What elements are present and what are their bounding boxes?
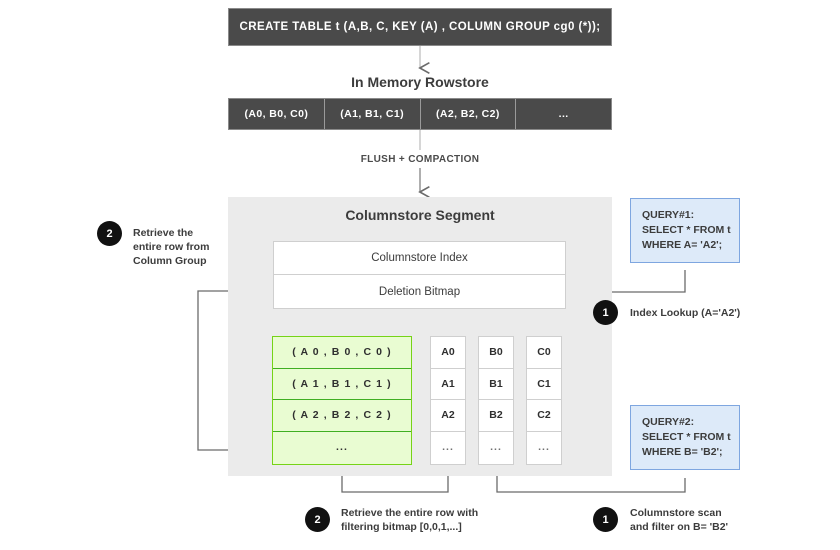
step-badge-columnstore-scan: 1 (593, 507, 618, 532)
rowstore-bar: (A0, B0, C0) (A1, B1, C1) (A2, B2, C2) .… (228, 98, 612, 130)
annotation-retrieve-filtering-bitmap: Retrieve the entire row with filtering b… (341, 507, 479, 533)
step-badge-retrieve-column-group: 2 (97, 221, 122, 246)
deletion-bitmap-box: Deletion Bitmap (273, 275, 566, 309)
column-cell: B2 (479, 400, 513, 432)
step-badge-index-lookup: 1 (593, 300, 618, 325)
annotation-retrieve-column-group: Retrieve the entire row from Column Grou… (133, 227, 210, 267)
column-cell: B1 (479, 369, 513, 400)
query-2-line: QUERY#2: (642, 416, 695, 428)
query-1-line: WHERE A= 'A2'; (642, 239, 723, 251)
rowstore-cell: (A2, B2, C2) (421, 99, 517, 129)
annotation-index-lookup: Index Lookup (A='A2') (630, 307, 741, 319)
rowstore-title: In Memory Rowstore (351, 74, 489, 90)
query-1-line: SELECT * FROM t (642, 224, 731, 236)
column-cell: ... (538, 441, 550, 454)
query-1-box: QUERY#1: SELECT * FROM t WHERE A= 'A2'; (630, 198, 740, 263)
column-stack-b: B0 B1 B2 ... (478, 336, 514, 465)
query-1-line: QUERY#1: (642, 209, 695, 221)
column-cell: A1 (431, 369, 465, 400)
step-badge-retrieve-filtering-bitmap: 2 (305, 507, 330, 532)
column-cell: C2 (527, 400, 561, 432)
columnstore-index-box: Columnstore Index (273, 241, 566, 275)
column-cell: A2 (431, 400, 465, 432)
rowstore-cell: (A0, B0, C0) (229, 99, 325, 129)
column-cell: ... (490, 441, 502, 454)
rowstore-cell: ... (558, 108, 569, 120)
column-cell: B0 (479, 337, 513, 369)
rowstore-cell: (A1, B1, C1) (325, 99, 421, 129)
column-group-row: ( A 2 , B 2 , C 2 ) (273, 400, 411, 432)
column-cell: ... (442, 441, 454, 454)
columnstore-segment-title: Columnstore Segment (345, 207, 495, 223)
ddl-statement-text: CREATE TABLE t (A,B, C, KEY (A) , COLUMN… (239, 21, 601, 33)
flush-compaction-label: FLUSH + COMPACTION (360, 154, 480, 165)
column-stack-a: A0 A1 A2 ... (430, 336, 466, 465)
query-2-box: QUERY#2: SELECT * FROM t WHERE B= 'B2'; (630, 405, 740, 470)
column-cell: C1 (527, 369, 561, 400)
annotation-columnstore-scan: Columnstore scan and filter on B= 'B2' (630, 507, 729, 533)
columnstore-index-label: Columnstore Index (371, 252, 468, 264)
ddl-statement-bar: CREATE TABLE t (A,B, C, KEY (A) , COLUMN… (228, 8, 612, 46)
column-stack-c: C0 C1 C2 ... (526, 336, 562, 465)
column-group-row: ... (335, 441, 349, 454)
query-2-line: SELECT * FROM t (642, 431, 731, 443)
column-group-box: ( A 0 , B 0 , C 0 ) ( A 1 , B 1 , C 1 ) … (272, 336, 412, 465)
column-group-row: ( A 1 , B 1 , C 1 ) (273, 369, 411, 400)
deletion-bitmap-label: Deletion Bitmap (378, 285, 461, 298)
query-2-line: WHERE B= 'B2'; (642, 446, 723, 458)
column-group-row: ( A 0 , B 0 , C 0 ) (273, 337, 411, 369)
column-cell: A0 (431, 337, 465, 369)
column-cell: C0 (527, 337, 561, 369)
